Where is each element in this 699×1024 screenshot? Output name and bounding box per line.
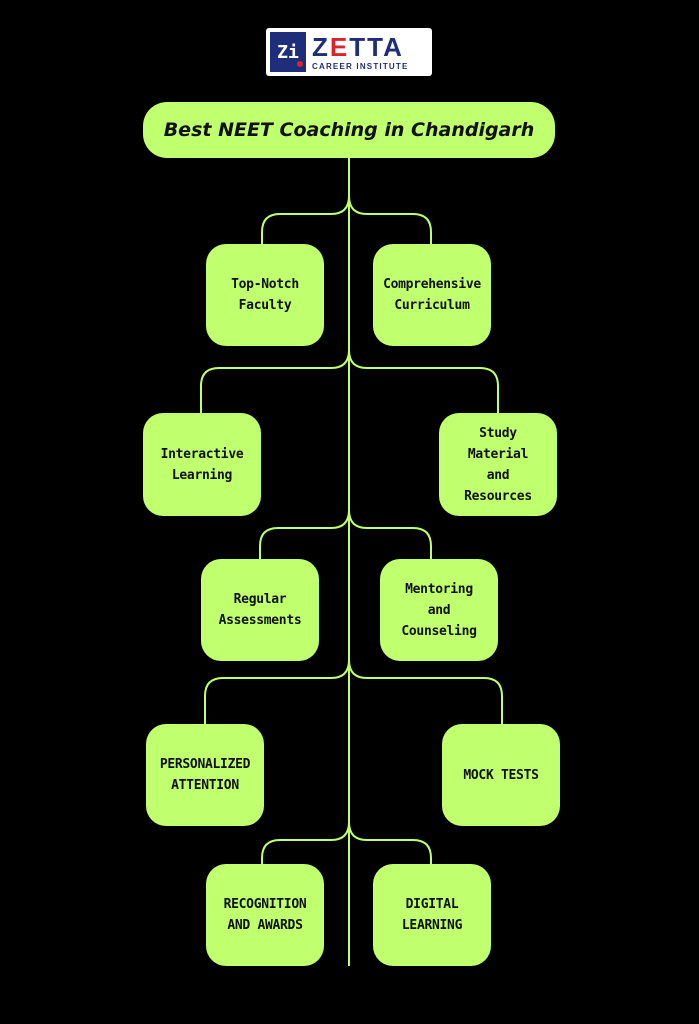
branch-right-0 — [348, 195, 432, 244]
node-mock-tests: MOCK TESTS — [442, 724, 560, 826]
branch-right-2 — [348, 509, 432, 559]
branch-left-4 — [261, 821, 350, 864]
diagram-title: Best NEET Coaching in Chandigarh — [163, 119, 535, 141]
branch-right-1 — [348, 349, 499, 413]
branch-right-3 — [348, 659, 503, 724]
zetta-logo: Zi ZETTA CAREER INSTITUTE — [266, 28, 432, 76]
diagram-title-box: Best NEET Coaching in Chandigarh — [143, 102, 555, 158]
logo-name-suffix: TTA — [349, 31, 404, 62]
branch-left-2 — [259, 509, 350, 559]
logo-name: ZETTA — [312, 34, 409, 60]
logo-subtitle: CAREER INSTITUTE — [312, 61, 409, 71]
logo-name-prefix: Z — [312, 31, 330, 62]
logo-wordmark: ZETTA CAREER INSTITUTE — [312, 34, 409, 71]
logo-mark-text: Zi — [277, 41, 299, 63]
branch-left-3 — [204, 659, 350, 724]
branch-left-1 — [200, 349, 350, 413]
logo-dot-icon — [297, 61, 303, 67]
branch-left-0 — [261, 195, 350, 244]
logo-mark-icon: Zi — [270, 32, 306, 72]
logo-name-accent: E — [329, 31, 350, 62]
node-label: MOCK TESTS — [463, 767, 539, 783]
branch-right-4 — [348, 821, 432, 864]
